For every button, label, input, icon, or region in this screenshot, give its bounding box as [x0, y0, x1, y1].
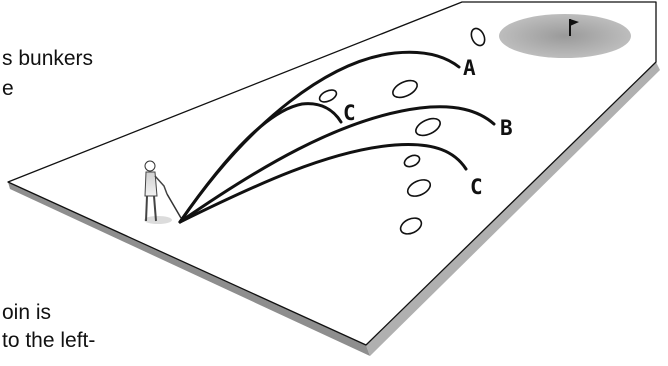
- shot-label-a: A: [463, 56, 476, 80]
- putting-green: [499, 14, 631, 58]
- shot-label-c-far: C: [470, 175, 483, 199]
- shot-label-c-near: C: [343, 101, 356, 125]
- shot-label-b: B: [500, 116, 513, 140]
